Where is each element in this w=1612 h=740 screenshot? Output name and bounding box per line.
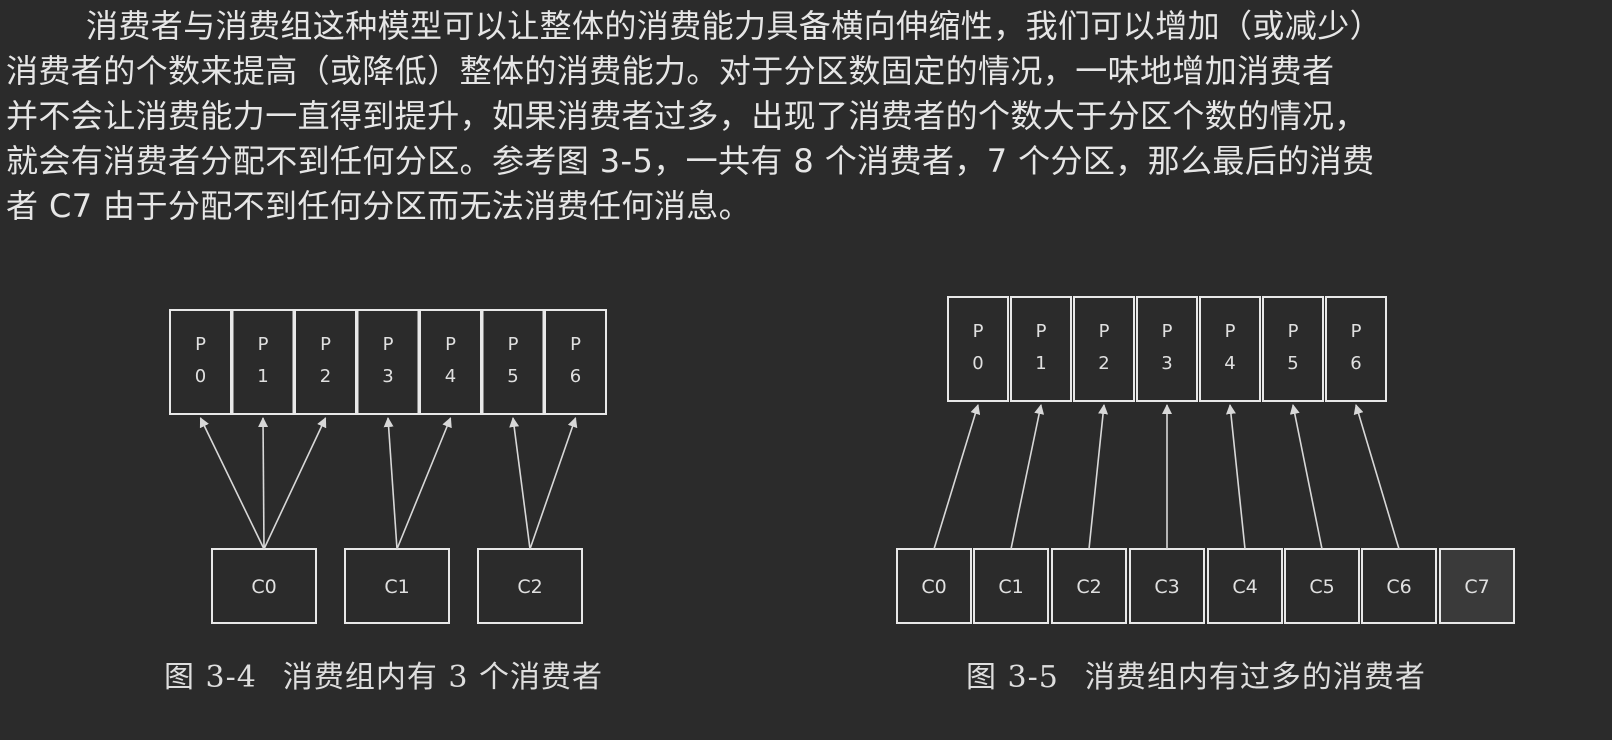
consumer-label: C2: [1076, 576, 1101, 598]
partition-6: P6: [544, 309, 607, 415]
partition-label-index: 3: [1161, 353, 1172, 374]
assignment-arrow: [1010, 404, 1045, 550]
assignment-arrow: [1353, 404, 1400, 550]
consumer-label: C2: [517, 576, 542, 598]
partition-label-index: 2: [1098, 353, 1109, 374]
partition-label-index: 1: [1035, 353, 1046, 374]
assignment-arrow: [396, 417, 452, 550]
partition-label-index: 1: [257, 366, 268, 387]
partition-1: P1: [231, 309, 295, 415]
partition-2: P2: [294, 309, 357, 415]
consumer-label: C3: [1154, 576, 1179, 598]
consumer-c2: C2: [1051, 548, 1127, 624]
assignment-arrow: [1289, 404, 1323, 550]
figure-3-5-caption-number: 图 3-5: [966, 660, 1059, 695]
partition-3: P3: [356, 309, 420, 415]
assignment-arrow: [1225, 404, 1246, 550]
partition-2: P2: [1073, 296, 1135, 402]
partition-label-index: 2: [320, 366, 331, 387]
assignment-arrow: [529, 417, 578, 550]
consumer-c7: C7: [1439, 548, 1515, 624]
consumer-label: C4: [1232, 576, 1257, 598]
figure-3-5-caption: 图 3-5 消费组内有过多的消费者: [966, 652, 1426, 696]
partition-0: P0: [947, 296, 1009, 402]
assignment-arrow: [933, 404, 981, 550]
partition-label-letter: P: [508, 334, 519, 355]
paragraph-line: 消费者的个数来提高（或降低）整体的消费能力。对于分区数固定的情况，一味地增加消费…: [6, 52, 1335, 90]
assignment-arrow: [509, 417, 531, 550]
partition-label-letter: P: [1288, 321, 1299, 342]
paragraph-line: 并不会让消费能力一直得到提升，如果消费者过多，出现了消费者的个数大于分区个数的情…: [6, 97, 1367, 135]
body-paragraph: 消费者与消费组这种模型可以让整体的消费能力具备横向伸缩性，我们可以增加（或减少）…: [6, 4, 1606, 229]
partition-5: P5: [1262, 296, 1324, 402]
partition-label-letter: P: [258, 334, 269, 355]
partition-6: P6: [1325, 296, 1387, 402]
partition-label-letter: P: [445, 334, 456, 355]
consumer-label: C6: [1386, 576, 1411, 598]
consumer-c6: C6: [1361, 548, 1437, 624]
partition-label-letter: P: [1351, 321, 1362, 342]
partition-label-letter: P: [1099, 321, 1110, 342]
partition-label-index: 4: [1224, 353, 1235, 374]
partition-0: P0: [169, 309, 232, 415]
consumer-c2: C2: [477, 548, 583, 624]
partition-label-letter: P: [195, 334, 206, 355]
partition-5: P5: [481, 309, 545, 415]
consumer-label: C5: [1309, 576, 1334, 598]
figure-3-5-caption-text: 消费组内有过多的消费者: [1084, 660, 1426, 695]
consumer-c1: C1: [344, 548, 450, 624]
partition-label-index: 0: [195, 366, 206, 387]
paragraph-line: 者 C7 由于分配不到任何分区而无法消费任何消息。: [6, 187, 752, 225]
consumer-label: C0: [251, 576, 276, 598]
figure-3-4-caption-number: 图 3-4: [164, 660, 257, 695]
partition-label-letter: P: [973, 321, 984, 342]
consumer-c3: C3: [1129, 548, 1205, 624]
consumer-label: C1: [998, 576, 1023, 598]
assignment-arrow: [383, 417, 398, 550]
partition-label-letter: P: [570, 334, 581, 355]
partition-label-index: 3: [382, 366, 393, 387]
consumer-c1: C1: [973, 548, 1049, 624]
partition-label-index: 5: [507, 366, 518, 387]
partition-label-index: 4: [445, 366, 456, 387]
partition-4: P4: [1199, 296, 1261, 402]
consumer-label: C0: [921, 576, 946, 598]
partition-label-letter: P: [1162, 321, 1173, 342]
partition-label-index: 5: [1287, 353, 1298, 374]
partition-1: P1: [1010, 296, 1072, 402]
partition-label-letter: P: [1225, 321, 1236, 342]
consumer-c0: C0: [211, 548, 317, 624]
partition-3: P3: [1136, 296, 1198, 402]
partition-label-letter: P: [320, 334, 331, 355]
partition-label-letter: P: [383, 334, 394, 355]
figure-3-4-caption-text: 消费组内有 3 个消费者: [282, 660, 604, 695]
assignment-arrow: [258, 417, 269, 550]
partition-label-index: 6: [570, 366, 581, 387]
paragraph-line: 消费者与消费组这种模型可以让整体的消费能力具备横向伸缩性，我们可以增加（或减少）: [86, 7, 1383, 45]
partition-label-letter: P: [1036, 321, 1047, 342]
consumer-label: C1: [384, 576, 409, 598]
consumer-c0: C0: [896, 548, 972, 624]
assignment-arrow: [1088, 404, 1109, 550]
figure-3-4-caption: 图 3-4 消费组内有 3 个消费者: [164, 652, 603, 696]
assignment-arrow: [263, 417, 327, 550]
consumer-c4: C4: [1207, 548, 1283, 624]
partition-label-index: 0: [972, 353, 983, 374]
consumer-c5: C5: [1284, 548, 1360, 624]
assignment-arrow: [199, 417, 265, 550]
paragraph-line: 就会有消费者分配不到任何分区。参考图 3-5，一共有 8 个消费者，7 个分区，…: [6, 142, 1375, 180]
partition-label-index: 6: [1350, 353, 1361, 374]
partition-4: P4: [419, 309, 482, 415]
consumer-label: C7: [1464, 576, 1489, 598]
